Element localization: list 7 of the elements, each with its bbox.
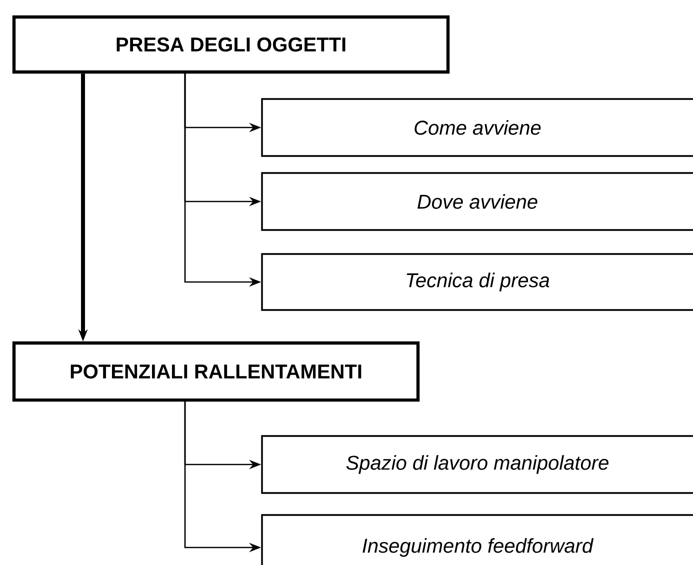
heading-box: POTENZIALI RALLENTAMENTI xyxy=(12,341,420,402)
heading-box: PRESA DEGLI OGGETTI xyxy=(12,15,450,74)
topic-box: Tecnica di presa xyxy=(261,253,693,311)
topic-box: Dove avviene xyxy=(261,172,693,231)
topic-box: Spazio di lavoro manipolatore xyxy=(261,435,693,494)
topic-box: Inseguimento feedforward xyxy=(261,514,693,565)
topic-box: Come avviene xyxy=(261,98,693,157)
